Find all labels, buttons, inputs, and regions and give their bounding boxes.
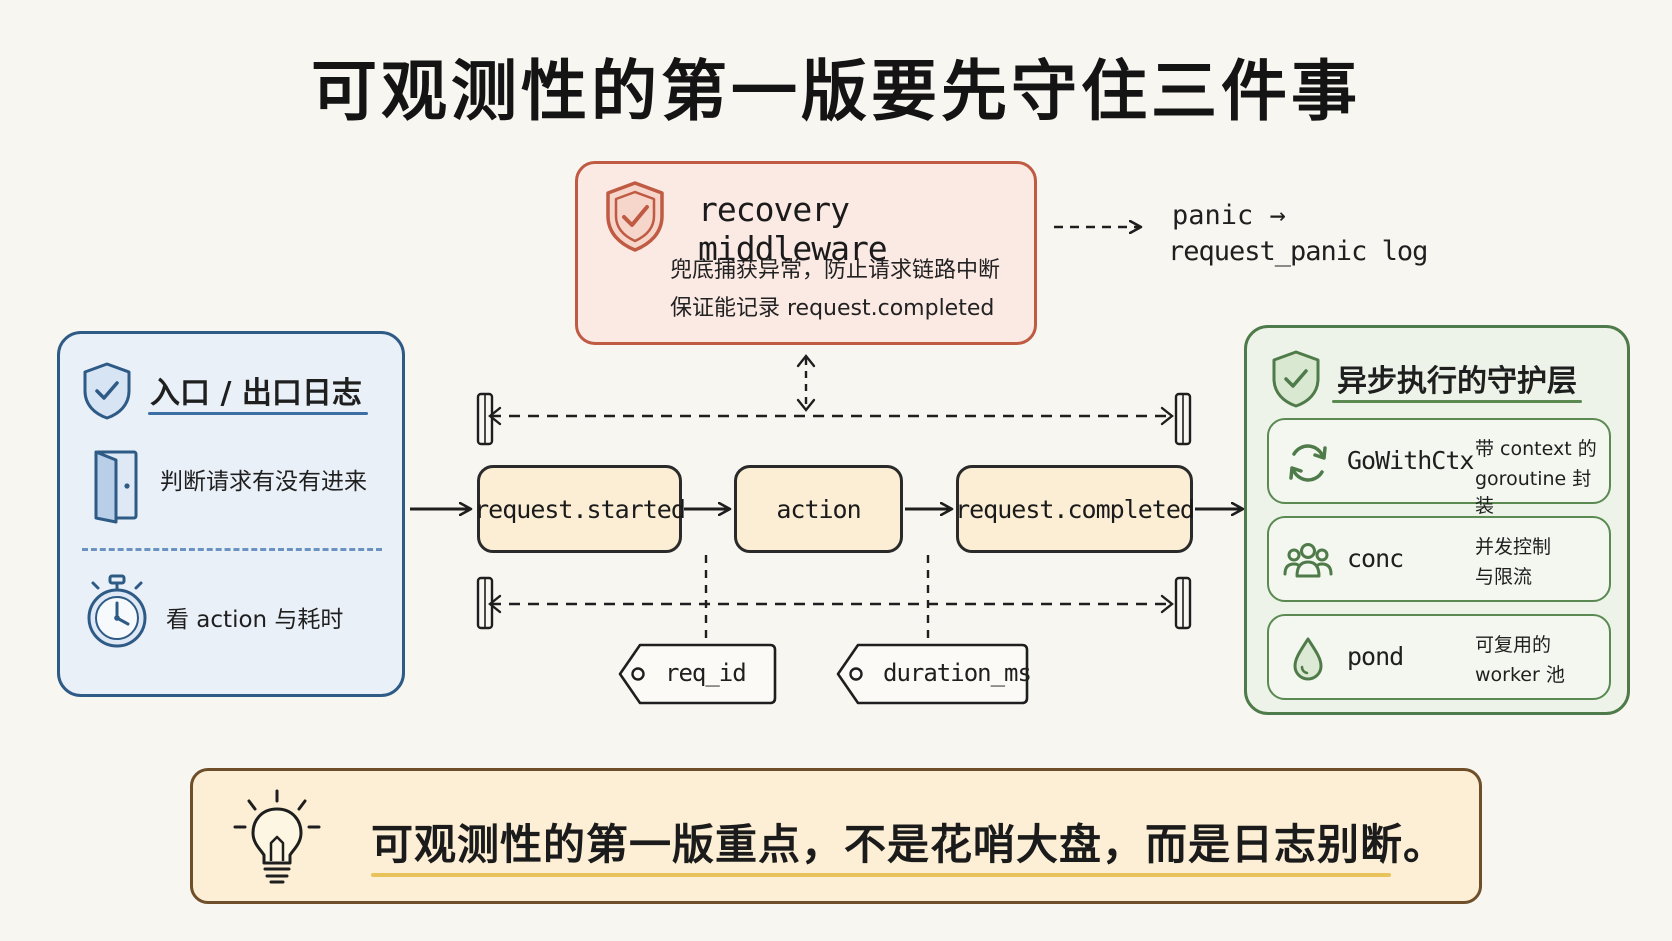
tag-shape-reqid: [618, 643, 777, 705]
guard-item-desc: 带 context 的: [1475, 438, 1597, 460]
tag-label: duration_ms: [883, 659, 1032, 687]
left-item-label: 看 action 与耗时: [166, 607, 344, 633]
refresh-icon: [1289, 444, 1327, 482]
right-panel-title: 异步执行的守护层: [1337, 364, 1577, 399]
guard-item-desc: goroutine 封装: [1475, 468, 1592, 517]
guard-item-desc: 可复用的: [1475, 634, 1552, 656]
left-item-label: 判断请求有没有进来: [160, 469, 367, 495]
tag-duration-ms: duration_ms: [838, 645, 1032, 703]
guard-item-desc: worker 池: [1475, 664, 1565, 686]
guard-item-name: conc: [1347, 544, 1404, 573]
guard-item-pond: pond 可复用的 worker 池: [1267, 614, 1611, 700]
guard-item-conc: conc 并发控制 与限流: [1267, 516, 1611, 602]
divider: [82, 548, 382, 551]
page-title: 可观测性的第一版要先守住三件事: [311, 53, 1361, 130]
guard-item-desc: 并发控制: [1475, 536, 1552, 558]
title-underline: [1332, 400, 1582, 403]
flow-node-request-started: request.started: [474, 465, 686, 553]
guard-item-gowithctx: GoWithCtx 带 context 的 goroutine 封装: [1267, 418, 1611, 517]
highlight-underline: [371, 873, 1391, 877]
flow-node-request-completed: request.completed: [955, 465, 1195, 553]
lightbulb-icon: [233, 789, 321, 884]
guard-item-desc: 与限流: [1475, 566, 1533, 588]
recovery-desc-line2: 保证能记录 request.completed: [670, 296, 995, 321]
async-guard-panel: 异步执行的守护层 GoWithCtx 带 context 的 goroutine…: [1244, 325, 1630, 715]
entry-exit-log-panel: 入口 / 出口日志 判断请求有没有进来 看 action 与耗时: [57, 331, 405, 697]
recovery-middleware-box: recovery middleware 兜底捕获异常，防止请求链路中断 保证能记…: [575, 161, 1037, 345]
shield-check-icon: [606, 181, 664, 252]
takeaway-text: 可观测性的第一版重点，不是花哨大盘，而是日志别断。: [371, 820, 1447, 869]
recovery-title: recovery middleware: [698, 190, 888, 268]
stopwatch-icon: [87, 574, 147, 648]
shield-check-icon: [1272, 350, 1320, 408]
shield-check-icon: [83, 362, 131, 420]
water-drop-icon: [1293, 637, 1323, 681]
left-panel-title: 入口 / 出口日志: [150, 376, 362, 411]
guard-item-name: GoWithCtx: [1347, 446, 1474, 475]
tag-label: req_id: [665, 659, 747, 687]
users-icon: [1283, 543, 1333, 578]
panic-note-line1: panic →: [1172, 200, 1286, 231]
panic-note-line2: request_panic log: [1168, 236, 1428, 267]
title-underline: [148, 412, 368, 415]
flow-node-action: action: [734, 465, 903, 553]
door-icon: [94, 450, 138, 524]
tag-shape-duration: [836, 643, 1029, 705]
guard-item-name: pond: [1347, 642, 1404, 671]
takeaway-banner: 可观测性的第一版重点，不是花哨大盘，而是日志别断。: [190, 768, 1482, 904]
recovery-desc-line1: 兜底捕获异常，防止请求链路中断: [670, 258, 1001, 283]
tag-req-id: req_id: [620, 645, 775, 703]
